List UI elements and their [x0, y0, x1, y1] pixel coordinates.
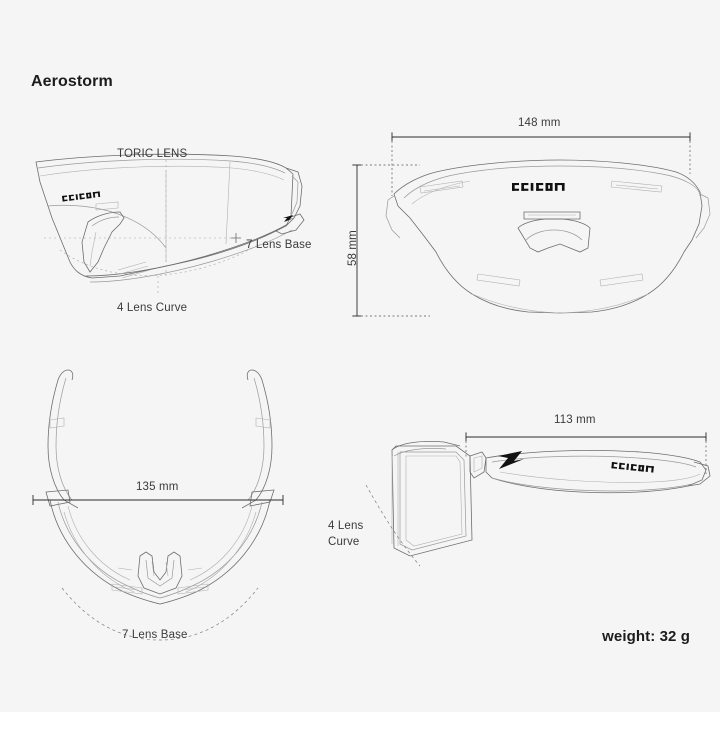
label-side-lens-curve-line1: 4 Lens	[328, 520, 364, 532]
page-title: Aerostorm	[31, 73, 113, 90]
label-top-lens-base: 7 Lens Base	[122, 629, 188, 641]
dimension-label-temple-113mm: 113 mm	[554, 414, 596, 426]
top-view-drawing	[32, 369, 284, 641]
dimension-113mm	[465, 432, 707, 474]
front-view-drawing	[352, 132, 711, 317]
label-perspective-lens-base: 7 Lens Base	[246, 239, 312, 251]
side-view-drawing	[365, 432, 711, 567]
perspective-view-drawing	[35, 150, 305, 296]
dimension-label-height-58mm: 58 mm	[347, 230, 359, 266]
dimension-148mm	[391, 132, 691, 196]
weight-label: weight: 32 g	[602, 628, 690, 645]
bottom-white-strip	[0, 712, 720, 737]
dimension-58mm	[352, 164, 430, 317]
label-perspective-lens-curve: 4 Lens Curve	[117, 302, 188, 314]
label-side-lens-curve-line2: Curve	[328, 535, 360, 548]
dimension-135mm	[32, 495, 284, 505]
dimension-label-depth-135mm: 135 mm	[136, 481, 179, 493]
dimension-label-width-148mm: 148 mm	[518, 117, 561, 129]
label-toric-lens: TORIC LENS	[117, 148, 188, 160]
